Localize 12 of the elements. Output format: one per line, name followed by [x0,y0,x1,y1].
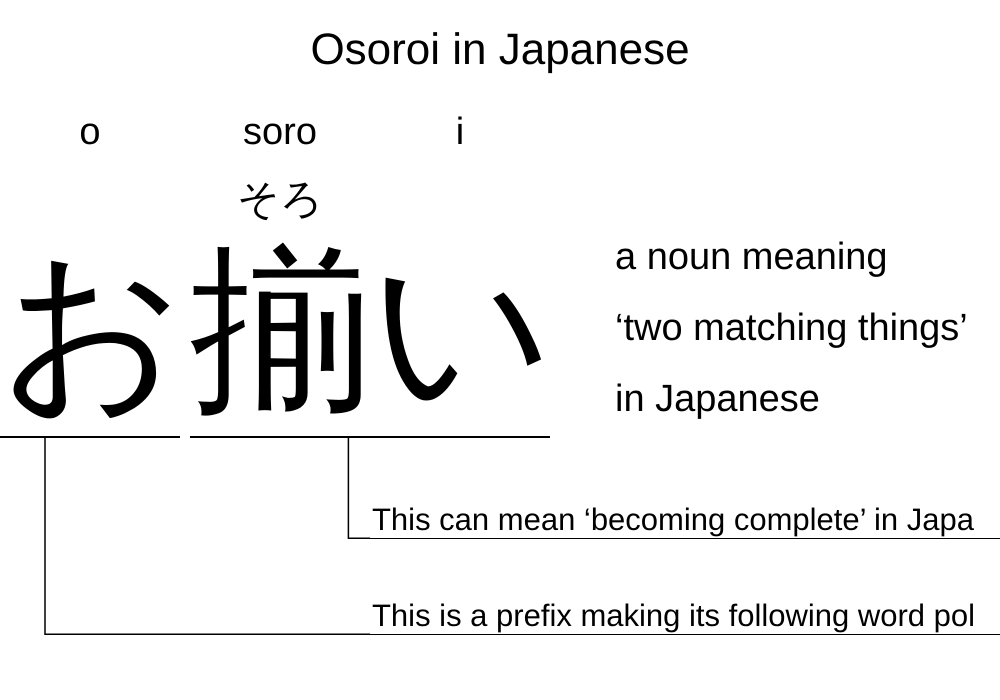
furigana-label: そろ [237,175,323,223]
definition-text: a noun meaning ‘two matching things’ in Japanese [615,235,968,422]
leader-line [44,437,370,635]
annotation-text: This can mean ‘becoming complete’ in Japa [370,502,1000,539]
diagram-title: Osoroi in Japanese [310,24,690,76]
romaji-label: i [456,110,464,154]
annotation-text: This is a prefix making its following word pol [370,598,1000,635]
underlined-word: お [0,240,180,438]
romaji-label: soro [243,110,317,154]
underlined-word: 揃い [190,240,550,438]
leader-line [348,437,370,539]
romaji-label: o [79,110,101,154]
